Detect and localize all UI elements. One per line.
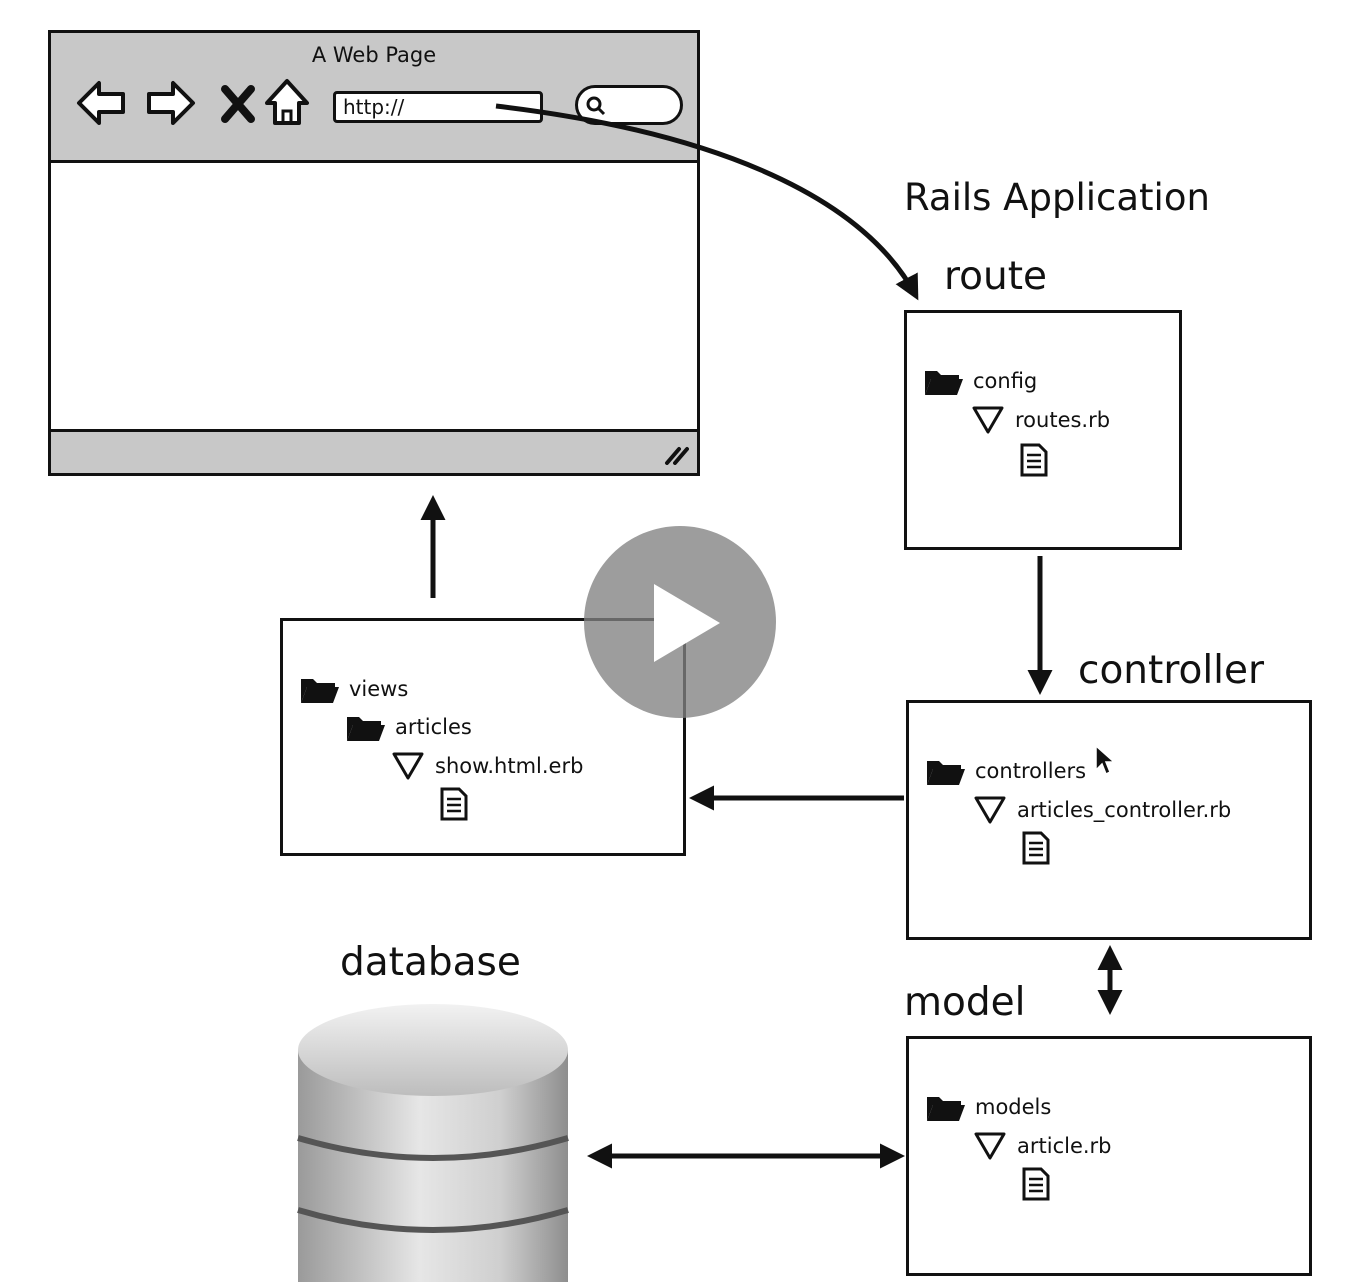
search-icon: [586, 96, 606, 116]
stop-icon[interactable]: [213, 75, 267, 131]
app-title: Rails Application: [904, 176, 1210, 219]
expand-triangle-icon: [392, 752, 424, 780]
folder-icon: [347, 717, 385, 741]
folder-icon: [927, 1097, 965, 1121]
document-icon: [440, 787, 468, 821]
route-file-label: routes.rb: [1015, 408, 1111, 432]
model-box: models article.rb: [906, 1036, 1312, 1276]
model-heading: model: [904, 980, 1026, 1025]
browser-status-bar: [51, 429, 697, 473]
folder-icon: [925, 371, 963, 395]
route-heading: route: [944, 254, 1048, 299]
document-icon: [1020, 443, 1048, 477]
expand-triangle-icon: [974, 796, 1006, 824]
views-subfolder-label: articles: [395, 715, 472, 739]
views-folder-label: views: [349, 677, 409, 701]
folder-icon: [927, 761, 965, 785]
back-arrow-icon[interactable]: [75, 75, 129, 131]
folder-icon: [301, 679, 339, 703]
views-file-label: show.html.erb: [435, 754, 584, 778]
browser-title: A Web Page: [311, 43, 437, 67]
tree-file-row: articles_controller.rb: [973, 795, 1231, 825]
home-icon[interactable]: [261, 75, 315, 131]
tree-file-row: show.html.erb: [391, 751, 583, 781]
model-file-label: article.rb: [1017, 1134, 1112, 1158]
route-folder-label: config: [973, 369, 1038, 393]
controller-box: controllers articles_controller.rb: [906, 700, 1312, 940]
controller-folder-label: controllers: [975, 759, 1087, 783]
database-heading: database: [340, 940, 521, 985]
controller-heading: controller: [1078, 648, 1265, 693]
forward-arrow-icon[interactable]: [143, 75, 197, 131]
database-cylinder-icon: [297, 1004, 569, 1282]
play-icon: [654, 584, 720, 662]
tree-folder-row: views: [299, 673, 408, 705]
tree-file-row: article.rb: [973, 1131, 1112, 1161]
tree-folder-row: controllers: [925, 755, 1086, 787]
tree-file-row: routes.rb: [971, 405, 1110, 435]
tree-subfolder-row: articles: [345, 711, 472, 743]
resize-grip-icon[interactable]: [663, 443, 689, 465]
tree-folder-row: config: [923, 365, 1037, 397]
model-folder-label: models: [975, 1095, 1052, 1119]
tree-folder-row: models: [925, 1091, 1051, 1123]
play-button[interactable]: [584, 526, 776, 718]
document-icon: [1022, 1167, 1050, 1201]
document-icon: [1022, 831, 1050, 865]
route-box: config routes.rb: [904, 310, 1182, 550]
expand-triangle-icon: [974, 1132, 1006, 1160]
controller-file-label: articles_controller.rb: [1017, 798, 1232, 822]
mouse-cursor-icon: [1095, 744, 1116, 776]
expand-triangle-icon: [972, 406, 1004, 434]
arrow-url-to-route: [495, 103, 919, 301]
